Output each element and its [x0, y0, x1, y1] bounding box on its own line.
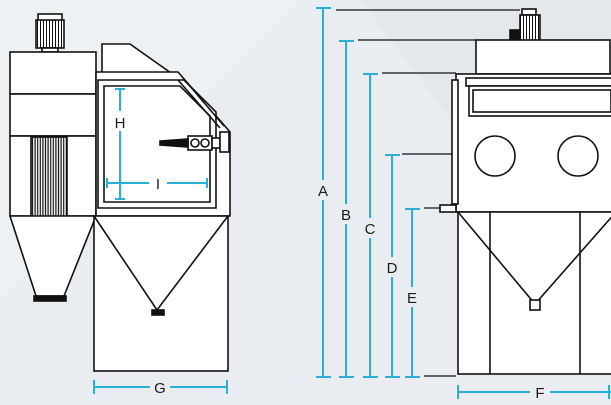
dim-label-g: G [154, 380, 166, 397]
leader-lines [336, 9, 520, 377]
dim-label-i: I [156, 176, 160, 193]
dim-label-d: D [387, 260, 398, 277]
collector-outlet [33, 295, 67, 302]
air-valve-icon [439, 204, 457, 213]
cabinet-outlet [151, 309, 165, 316]
collector-mid-housing [9, 93, 97, 137]
collector-motor-icon [35, 13, 65, 53]
glove-port-right [557, 135, 599, 177]
dim-label-e: E [407, 290, 417, 307]
door-latch-icon [159, 131, 230, 153]
top-box [475, 39, 611, 75]
dim-label-h: H [115, 115, 126, 132]
dim-label-c: C [365, 221, 376, 238]
cabinet-window [103, 85, 211, 203]
front-motor-icon [509, 8, 541, 43]
front-view [439, 8, 611, 375]
cabinet-lower-stand [93, 215, 229, 372]
dim-label-a: A [318, 183, 328, 200]
front-outlet [529, 299, 541, 311]
dim-label-b: B [341, 207, 351, 224]
glove-port-left [474, 135, 516, 177]
side-view [8, 13, 231, 372]
front-lower-stand [457, 211, 611, 375]
collector-upper-housing [9, 51, 97, 95]
dim-label-f: F [535, 385, 544, 402]
